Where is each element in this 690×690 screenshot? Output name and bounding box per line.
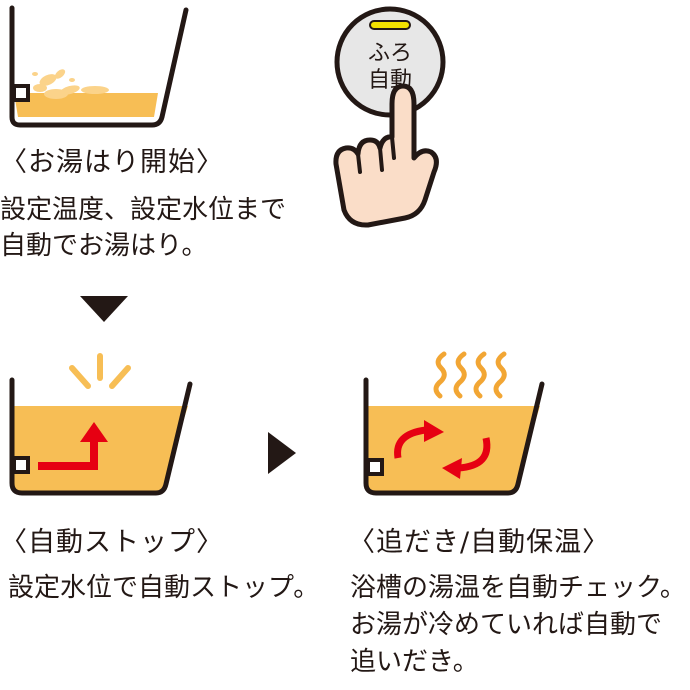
tub-water <box>14 406 188 491</box>
tub-water <box>14 93 158 117</box>
circulation-arrows-icon <box>394 420 491 479</box>
stage-description-line: 追いだき。 <box>350 647 479 677</box>
stage-description-line: 設定水位で自動ストップ。 <box>8 573 320 603</box>
tub-inlet <box>12 456 30 474</box>
stage-description-line: 自動でお湯はり。 <box>0 231 208 261</box>
tub-outline <box>9 377 193 496</box>
button-indicator-light <box>369 20 411 30</box>
finger-crease <box>356 135 396 174</box>
tub-inlet <box>12 84 30 102</box>
stop-rays <box>69 353 131 389</box>
arrow-head <box>80 422 108 442</box>
button-label-line1: ふろ <box>367 41 412 66</box>
auto-bath-button-illustration <box>333 6 446 228</box>
steam-icon <box>433 351 507 399</box>
water-splash <box>32 69 109 99</box>
tub-stop-illustration <box>9 353 193 496</box>
stage-title-reheat: 〈追だき/自動保温〉 <box>348 527 611 558</box>
triangle-down-icon <box>80 296 128 322</box>
tub-reheat-illustration <box>363 351 545 496</box>
stage-description-line: お湯が冷めていれば自動で <box>350 610 663 640</box>
stage-description-line: 浴槽の湯温を自動チェック。 <box>350 573 686 603</box>
pointing-hand-icon <box>333 83 439 228</box>
tub-water <box>368 406 540 491</box>
tub-outline <box>9 5 189 128</box>
stage-description-stop: 設定水位で自動ストップ。 <box>8 570 319 606</box>
stage-title-fill: 〈お湯はり開始〉 <box>0 147 224 178</box>
stage-description-reheat: 浴槽の湯温を自動チェック。 お湯が冷めていれば自動で 追いだき。 <box>350 570 686 681</box>
button-label-line2: 自動 <box>367 68 412 93</box>
tub-outline <box>363 377 545 496</box>
stage-description-line: 設定温度、設定水位まで <box>0 195 287 225</box>
triangle-right-icon <box>268 432 296 474</box>
water-rise-arrow-icon <box>38 438 98 470</box>
tub-filling-illustration <box>9 5 189 128</box>
tub-inlet <box>366 458 384 476</box>
stage-title-stop: 〈自動ストップ〉 <box>0 527 224 558</box>
auto-bath-button-label: ふろ 自動 <box>352 40 428 94</box>
stage-description-fill: 設定温度、設定水位まで 自動でお湯はり。 <box>0 192 286 264</box>
